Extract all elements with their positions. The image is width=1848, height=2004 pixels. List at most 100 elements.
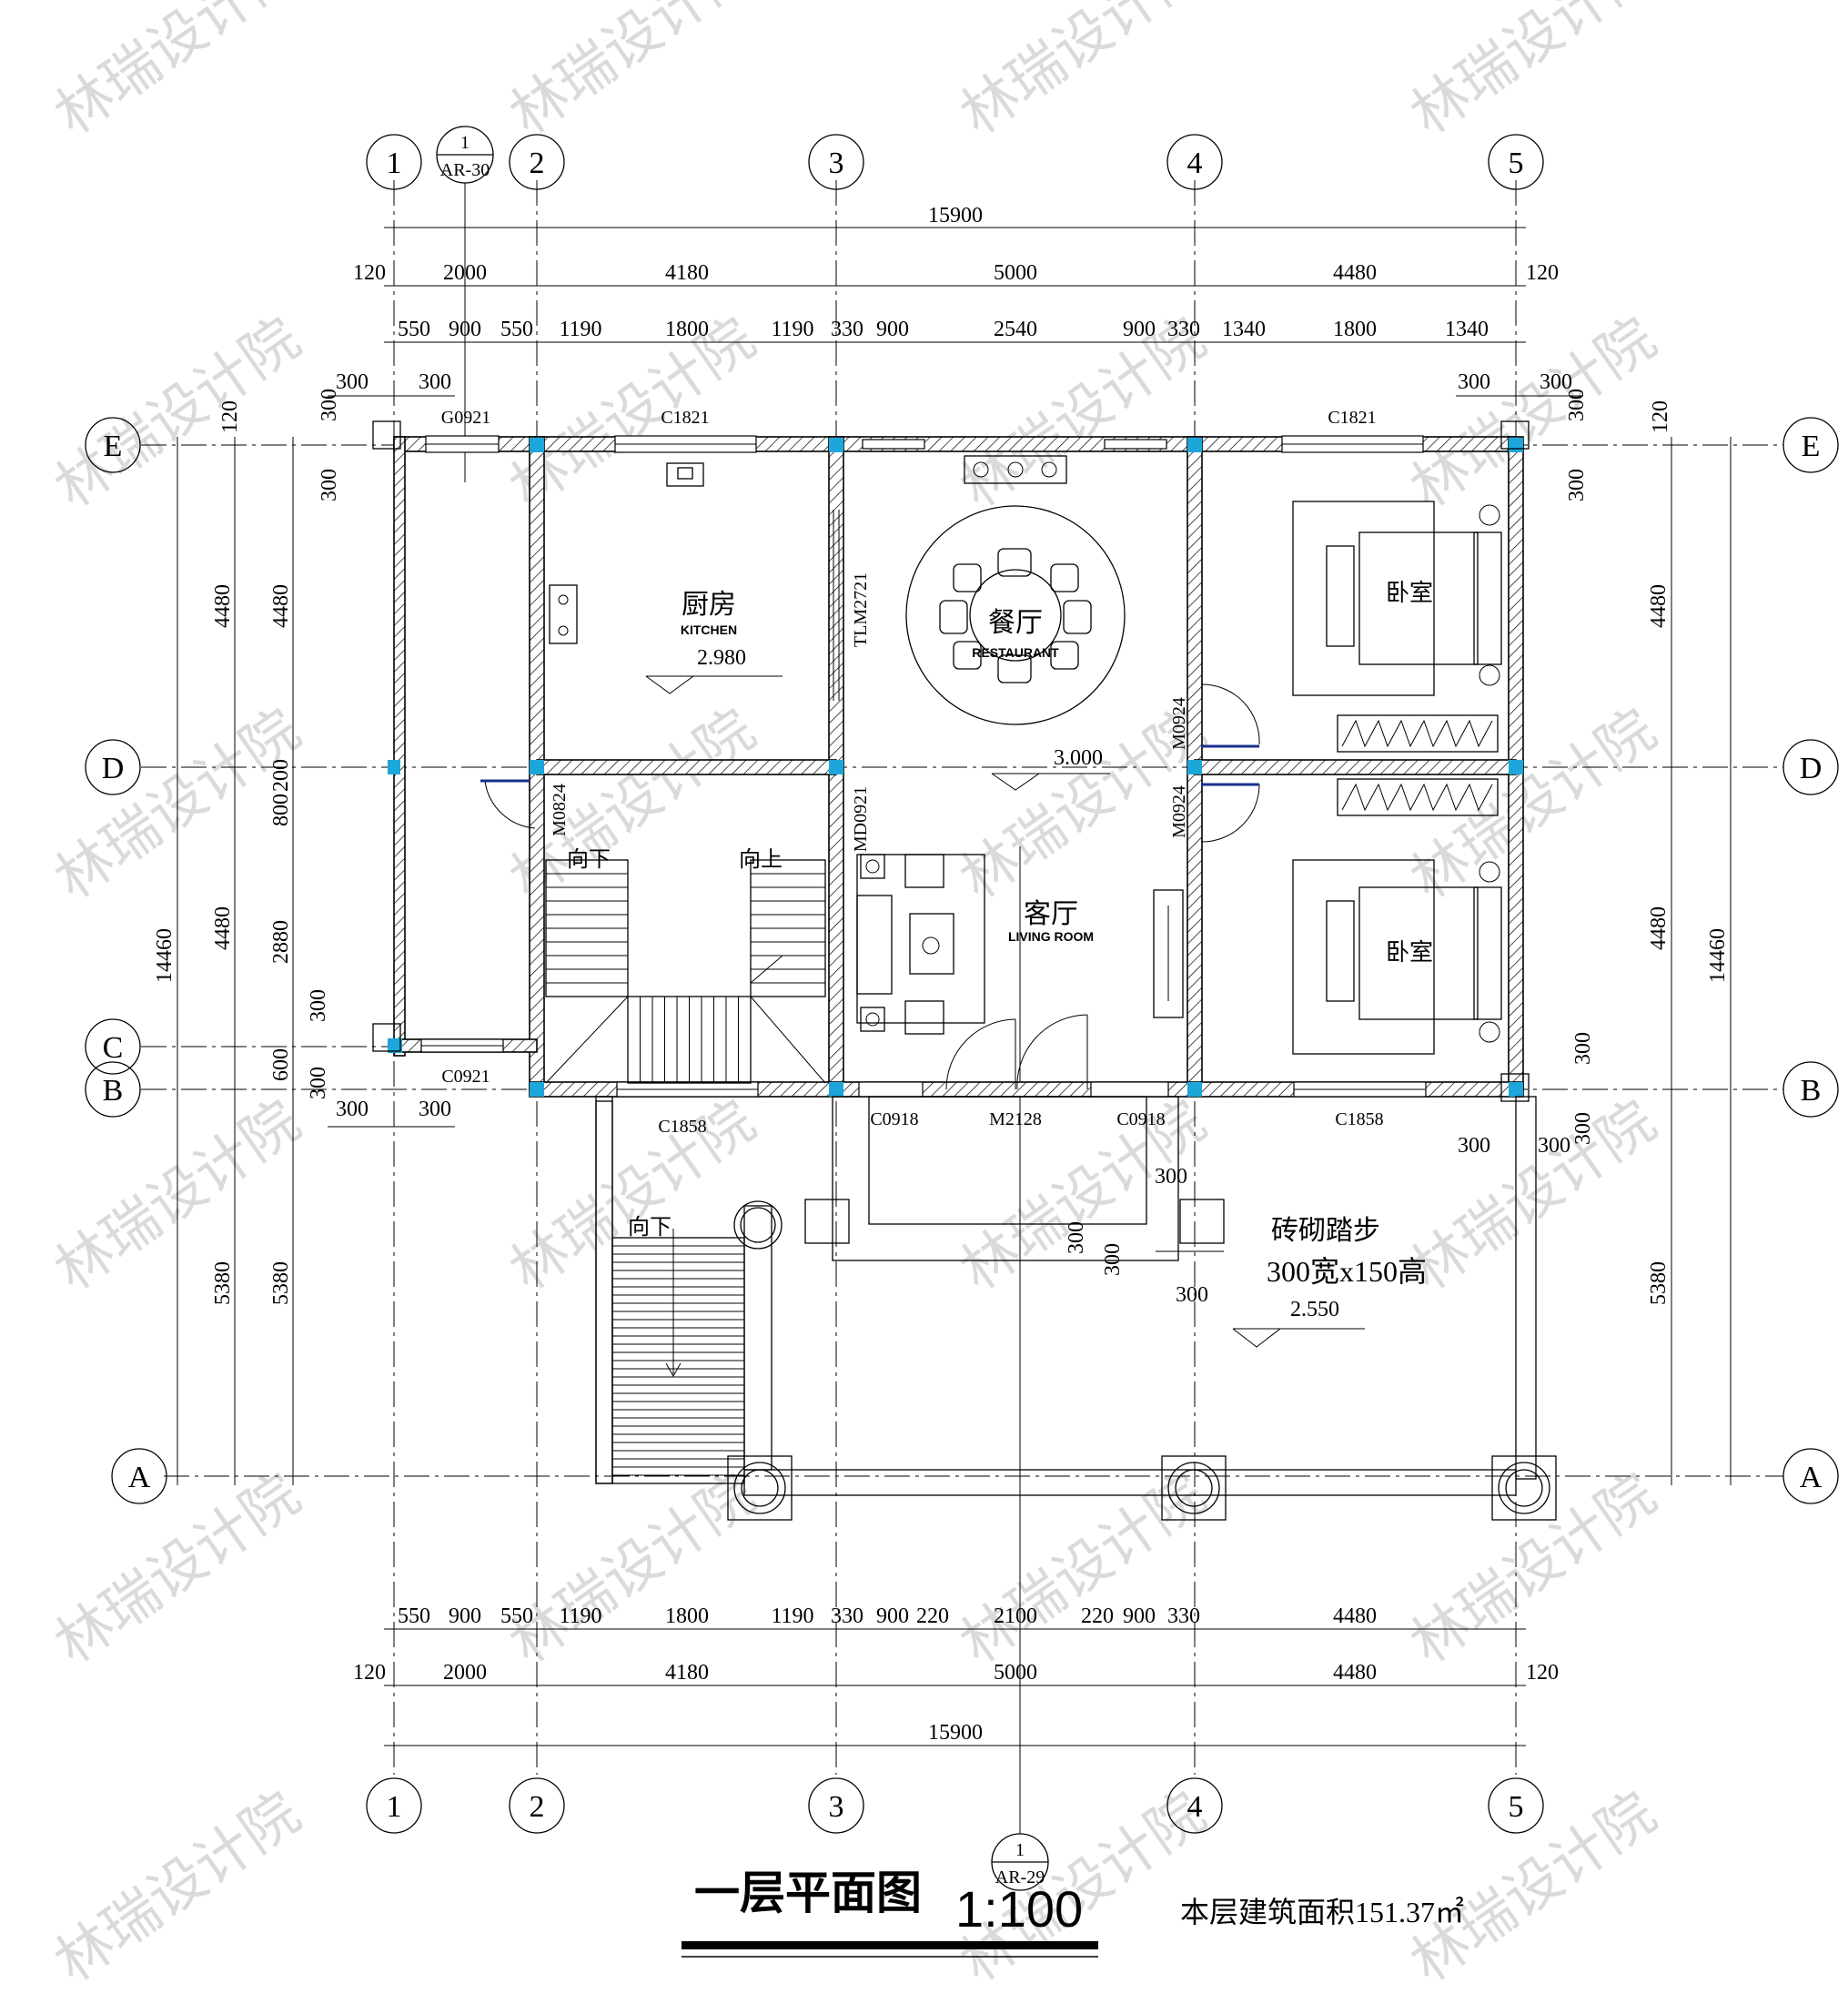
svg-text:1800: 1800 [1333,318,1377,341]
svg-text:330: 330 [1167,318,1200,341]
axis-bubbles-top: 1 2 3 4 5 [366,134,1544,190]
svg-text:B: B [103,1074,124,1108]
svg-text:5380: 5380 [1647,1261,1671,1305]
front-stair [595,1100,745,1484]
svg-text:1190: 1190 [771,318,813,341]
svg-text:砖砌踏步: 砖砌踏步 [1271,1215,1380,1247]
svg-text:4480: 4480 [1333,1604,1377,1628]
svg-text:800: 800 [269,794,293,826]
svg-text:300: 300 [419,370,451,394]
svg-text:2000: 2000 [443,1661,487,1685]
svg-text:4180: 4180 [665,1661,709,1685]
svg-text:MD0921: MD0921 [851,786,871,852]
svg-text:4480: 4480 [211,584,235,628]
svg-text:300宽x150高: 300宽x150高 [1267,1255,1427,1288]
svg-text:220: 220 [916,1604,949,1628]
watermark: 林瑞设计院 [948,1088,1217,1304]
level-markers [645,675,1365,1348]
svg-text:220: 220 [1081,1604,1114,1628]
axis-bubble: 5 [1488,134,1544,190]
axis-bubble: E [1782,417,1839,473]
axis-bubbles-left: E D C B A [85,417,167,1504]
svg-text:C1858: C1858 [1335,1109,1383,1129]
title-block: 一层平面图 1:100 本层建筑面积151.37㎡ [682,1867,1464,1958]
svg-text:E: E [104,430,123,463]
axis-bubble: 5 [1488,1777,1544,1834]
svg-text:4: 4 [1187,1790,1203,1824]
svg-text:1800: 1800 [665,318,709,341]
svg-text:5380: 5380 [269,1261,293,1305]
porch-column [1491,1455,1557,1521]
room-name: 厨房 [682,589,736,621]
svg-text:1: 1 [387,1790,402,1824]
axis-bubble: B [1782,1061,1839,1118]
svg-text:300: 300 [1571,1112,1595,1145]
svg-text:2.550: 2.550 [1290,1298,1339,1321]
svg-text:1190: 1190 [559,1604,601,1628]
axis-bubble: 4 [1166,1777,1223,1834]
svg-text:5000: 5000 [994,1661,1037,1685]
svg-text:300: 300 [1101,1243,1125,1276]
svg-text:M0924: M0924 [1169,697,1189,750]
axis-bubbles-bottom: 1 2 3 4 5 [366,1777,1544,1834]
room-name: 餐厅 [988,607,1043,639]
room-name-en: KITCHEN [681,622,737,637]
svg-text:M0924: M0924 [1169,785,1189,838]
construction-notes: 砖砌踏步 300宽x150高 [1267,1215,1427,1288]
svg-text:550: 550 [398,1604,430,1628]
svg-text:300: 300 [336,370,369,394]
svg-text:330: 330 [831,318,863,341]
svg-text:4480: 4480 [1647,584,1671,628]
dimensions-right: 4480 4480 5380 14460 300 120 300 300 300… [1458,389,1732,1485]
svg-text:C0918: C0918 [870,1109,918,1129]
axis-bubble: 3 [808,134,864,190]
svg-text:C1821: C1821 [1328,408,1376,428]
axis-bubble: D [85,739,141,795]
svg-text:300: 300 [318,389,341,421]
elevation-labels: 2.980 3.000 2.550 [697,646,1339,1321]
structural-columns [372,420,1530,1102]
svg-text:900: 900 [449,1604,481,1628]
svg-text:120: 120 [353,261,386,285]
watermark: 林瑞设计院 [948,0,1217,147]
svg-text:300: 300 [1176,1283,1208,1307]
svg-text:300: 300 [1065,1221,1088,1254]
axis-bubble: E [85,417,141,473]
area-note: 本层建筑面积151.37㎡ [1180,1896,1464,1928]
watermark-layer: 林瑞设计院 林瑞设计院 林瑞设计院 林瑞设计院 林瑞设计院 林瑞设计院 林瑞设计… [43,0,1668,1995]
svg-text:1800: 1800 [665,1604,709,1628]
svg-text:2: 2 [530,1790,545,1824]
svg-text:C0921: C0921 [441,1067,490,1087]
svg-text:900: 900 [449,318,481,341]
opening-labels: G0921 C1821 C1821 TLM2721 M0924 M0924 M0… [441,408,1384,1137]
svg-text:B: B [1801,1074,1822,1108]
main-stair [545,859,826,1084]
svg-text:120: 120 [353,1661,386,1685]
svg-text:4: 4 [1187,147,1203,180]
dimensions-top: 15900 120 2000 4180 5000 4480 120 550 90… [328,204,1583,397]
svg-text:2880: 2880 [269,920,293,964]
svg-text:5: 5 [1509,147,1524,180]
svg-text:15900: 15900 [928,204,983,228]
svg-text:200: 200 [269,759,293,792]
watermark: 林瑞设计院 [1399,696,1668,913]
bed [1292,859,1502,1055]
axis-bubble: 3 [808,1777,864,1834]
furniture [549,455,1502,1055]
svg-text:14460: 14460 [153,928,177,983]
watermark: 林瑞设计院 [43,0,312,147]
svg-text:D: D [1800,752,1823,785]
axis-bubble: 2 [509,134,565,190]
watermark: 林瑞设计院 [1399,305,1668,521]
axis-bubble: A [111,1448,167,1504]
svg-text:E: E [1802,430,1821,463]
svg-text:300: 300 [1565,469,1589,501]
svg-text:3.000: 3.000 [1054,746,1103,770]
axis-bubble: B [85,1061,141,1118]
svg-text:AR-29: AR-29 [995,1867,1045,1888]
watermark: 林瑞设计院 [43,1461,312,1677]
svg-text:3: 3 [829,147,844,180]
svg-text:900: 900 [1123,1604,1156,1628]
axis-bubble: 2 [509,1777,565,1834]
axis-bubble: 1 [366,134,422,190]
